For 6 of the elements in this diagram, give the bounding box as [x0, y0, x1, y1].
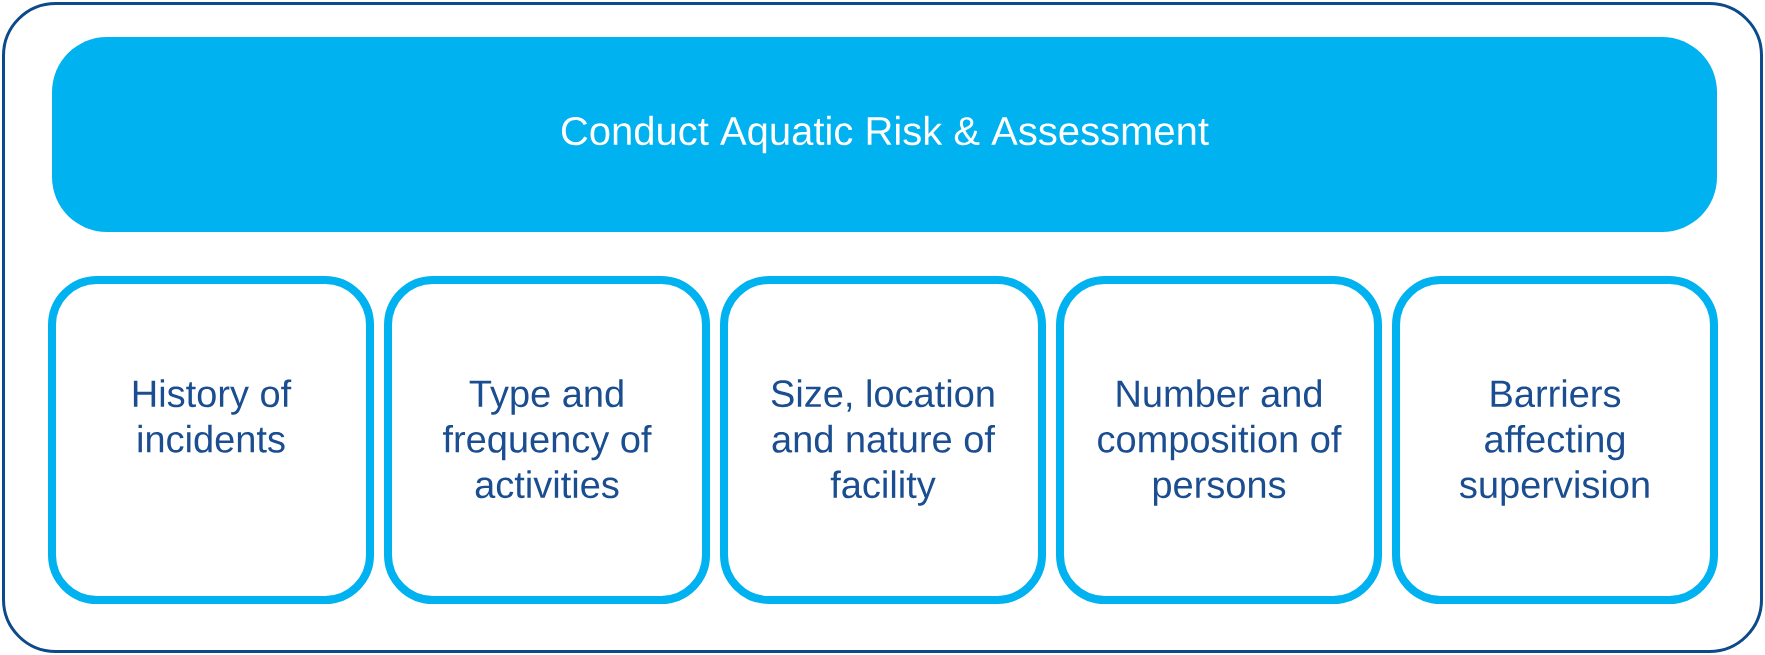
- category-box: History of incidents: [48, 276, 374, 604]
- category-box: Barriers affecting supervision: [1392, 276, 1718, 604]
- category-box: Size, location and nature of facility: [720, 276, 1046, 604]
- category-box: Number and composition of persons: [1056, 276, 1382, 604]
- header-banner: Conduct Aquatic Risk & Assessment: [52, 37, 1717, 232]
- category-box: Type and frequency of activities: [384, 276, 710, 604]
